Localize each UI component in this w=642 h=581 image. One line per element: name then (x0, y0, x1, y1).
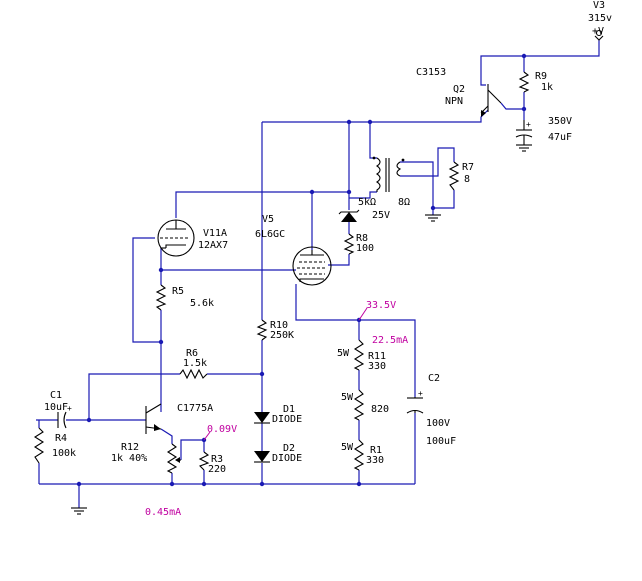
label-r10-name: R10 (270, 320, 288, 331)
label-d2-name: D2 (283, 443, 295, 454)
label-emitter-voltage: 0.09V (207, 424, 237, 435)
capacitor-c2: + (406, 389, 424, 414)
label-r12-name: R12 (121, 442, 139, 453)
tube-v5 (292, 246, 332, 286)
zener-diode (338, 209, 360, 222)
label-r4-value: 100k (52, 448, 76, 459)
label-mid-value: 820 (371, 404, 389, 415)
label-v5-type: 6L6GC (255, 229, 285, 240)
resistor-r7 (448, 161, 460, 191)
label-r9-value: 1k (541, 82, 553, 93)
label-q2-name: Q2 (453, 84, 465, 95)
diode-d2 (254, 451, 270, 463)
label-zener-voltage: 25V (372, 210, 390, 221)
labels: V3 315v +V C3153 Q2 NPN R9 1k 350V 47uF … (44, 0, 612, 518)
label-r8-name: R8 (356, 233, 368, 244)
label-v3-name: V3 (593, 0, 605, 11)
label-r1-name: R1 (370, 445, 382, 456)
label-r8-value: 100 (356, 243, 374, 254)
label-c2-name: C2 (428, 373, 440, 384)
label-c2-voltage: 100V (426, 418, 450, 429)
label-q1-part: C1775A (177, 403, 213, 414)
label-r6-name: R6 (186, 348, 198, 359)
label-q2-type: NPN (445, 96, 463, 107)
label-r1-value: 330 (366, 455, 384, 466)
label-r1-watt: 5W (341, 442, 354, 453)
ground-symbol-bottom (71, 507, 87, 515)
label-c1-value: 10uF (44, 402, 68, 413)
label-c-top-voltage: 350V (548, 116, 572, 127)
label-r7-value: 8 (464, 174, 470, 185)
supply-terminal-v3 (594, 29, 604, 41)
transistor-q2 (480, 84, 502, 117)
capacitor-c-top: + (515, 120, 533, 145)
resistor-r1 (353, 439, 365, 471)
label-mid-watt: 5W (341, 392, 354, 403)
resistor-r3 (198, 451, 210, 471)
label-r11-watt: 5W (337, 348, 350, 359)
label-v5-name: V5 (262, 214, 274, 225)
resistor-r4 (33, 427, 45, 464)
wires (36, 40, 600, 508)
label-c2-value: 100uF (426, 436, 456, 447)
label-r6-value: 1.5k (183, 358, 207, 369)
label-v11-name: V11A (203, 228, 227, 239)
label-r5-name: R5 (172, 286, 184, 297)
ground-symbol-top (516, 144, 532, 152)
resistor-r8 (343, 233, 355, 255)
label-d2-type: DIODE (272, 453, 302, 464)
label-bottom-current: 0.45mA (145, 507, 181, 518)
ground-symbol-mid (425, 214, 441, 222)
resistor-r11 (353, 339, 365, 371)
label-r3-name: R3 (211, 454, 223, 465)
label-r10-value: 250K (270, 330, 294, 341)
label-xfmr-primary: 5kΩ (358, 197, 376, 208)
label-r12-value: 1k 40% (111, 453, 147, 464)
transistor-q1 (145, 403, 162, 434)
svg-text:+: + (418, 389, 423, 398)
label-d1-name: D1 (283, 404, 295, 415)
capacitor-c1: + (57, 404, 72, 429)
label-r9-name: R9 (535, 71, 547, 82)
resistor-r6 (179, 368, 208, 380)
label-cath-current: 22.5mA (372, 335, 408, 346)
resistor-r10 (256, 319, 268, 341)
resistor-r5 (155, 284, 167, 311)
tube-v11a (157, 219, 195, 257)
output-transformer (372, 156, 405, 192)
label-c-top-value: 47uF (548, 132, 572, 143)
resistor-r9 (518, 71, 530, 93)
resistor-820 (353, 389, 365, 421)
label-r5-value: 5.6k (190, 298, 214, 309)
svg-text:+: + (67, 404, 72, 413)
svg-text:+: + (526, 120, 531, 129)
label-v11-type: 12AX7 (198, 240, 228, 251)
annotation-pointers (203, 307, 368, 441)
label-c1-name: C1 (50, 390, 62, 401)
label-d1-type: DIODE (272, 414, 302, 425)
label-v3-value: 315v (588, 13, 612, 24)
label-q2-part: C3153 (416, 67, 446, 78)
potentiometer-r12 (166, 443, 181, 474)
label-v3-plus: +V (592, 26, 604, 37)
label-r7-name: R7 (462, 162, 474, 173)
diode-d1 (254, 412, 270, 424)
label-r3-value: 220 (208, 464, 226, 475)
label-r11-value: 330 (368, 361, 386, 372)
junction-dots (76, 53, 527, 487)
label-r11-name: R11 (368, 351, 386, 362)
label-r4-name: R4 (55, 433, 67, 444)
label-cath-voltage: 33.5V (366, 300, 396, 311)
label-xfmr-secondary: 8Ω (398, 197, 410, 208)
